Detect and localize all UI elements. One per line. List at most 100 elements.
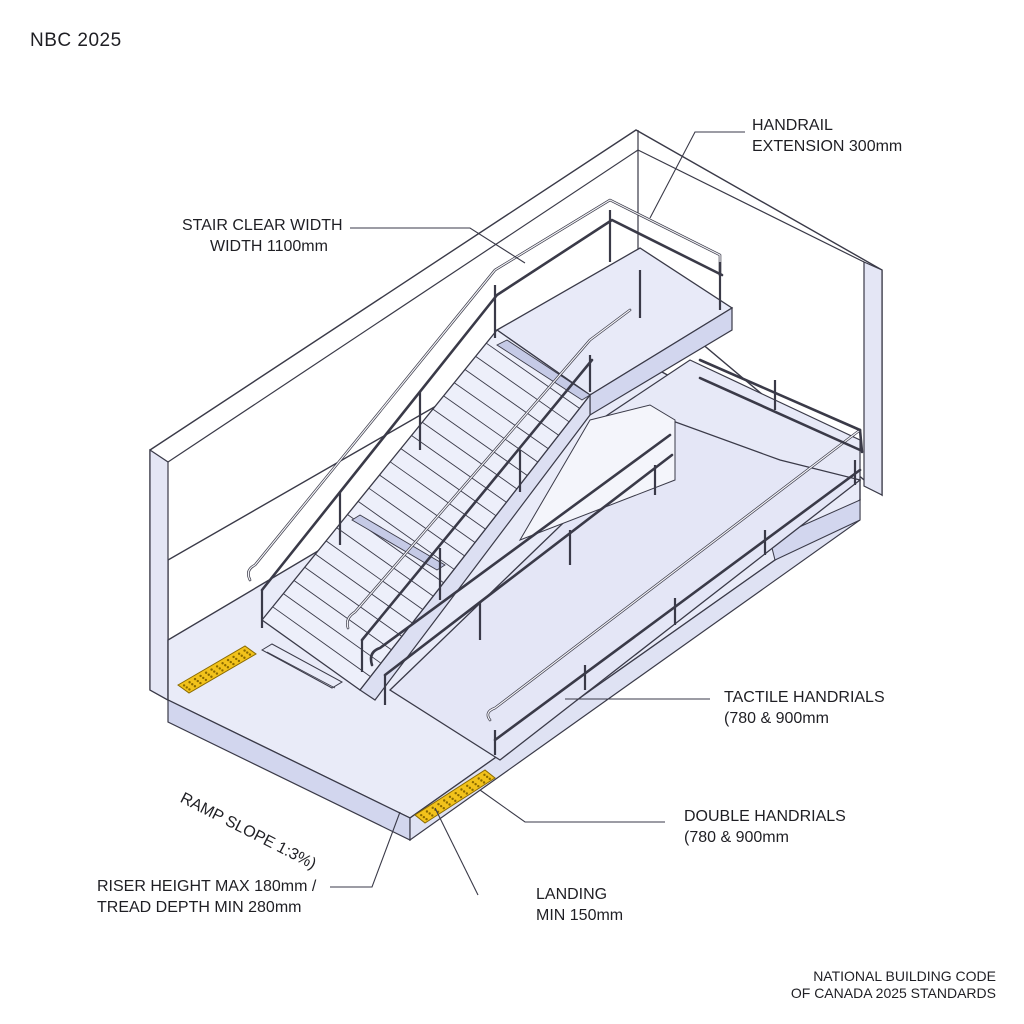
tactile-dot <box>229 660 232 664</box>
tactile-dot <box>243 649 246 652</box>
tactile-dot <box>425 810 429 813</box>
ramp-inner-return <box>518 404 676 541</box>
tactile-dot <box>199 674 202 678</box>
label-double-handrails: DOUBLE HANDRIALS (780 & 900mm <box>684 806 846 848</box>
tactile-dot <box>215 672 219 675</box>
label-line: DOUBLE HANDRIALS <box>684 808 846 825</box>
tactile-dot <box>237 652 241 655</box>
label-line: MIN 150mm <box>536 907 624 924</box>
tactile-dot <box>428 812 431 815</box>
tactile-dot <box>210 675 213 678</box>
tactile-dot <box>471 780 475 784</box>
stair-tread-line <box>336 527 434 597</box>
tactile-dot <box>226 658 230 662</box>
tactile-dot <box>202 676 205 680</box>
tactile-dot <box>243 656 246 659</box>
tactile-dot <box>485 775 489 779</box>
tactile-dot <box>191 683 194 686</box>
label-line: EXTENSION 300mm <box>752 138 903 155</box>
leader-lines <box>330 131 745 896</box>
tactile-dot <box>224 664 227 667</box>
right-wall-face <box>863 261 883 496</box>
tactile-dot <box>196 679 199 683</box>
page-title: NBC 2025 <box>30 30 122 51</box>
tactile-dot <box>240 654 243 657</box>
tactile-dot <box>443 799 446 802</box>
stair-tread-line <box>400 448 497 517</box>
tactile-dot <box>207 673 210 676</box>
tactile-dot <box>437 802 440 806</box>
tactile-dot <box>204 671 208 674</box>
stair-tread-line <box>389 461 486 530</box>
tactile-dot <box>459 795 463 799</box>
label-landing: LANDING MIN 150mm <box>536 884 623 926</box>
tactile-dot <box>188 688 191 691</box>
label-tactile-handrails: TACTILE HANDRIALS (780 & 900mm <box>724 687 885 729</box>
label-line: STAIR CLEAR WIDTH <box>182 217 343 234</box>
tactile-dot <box>182 684 186 687</box>
stair-tread-line <box>379 474 476 543</box>
stair-tread-line <box>325 540 423 610</box>
handrail-posts <box>260 210 857 755</box>
tactile-dot <box>237 659 241 663</box>
tactile-dot <box>474 782 477 786</box>
label-line: TREAD DEPTH MIN 280mm <box>97 899 302 916</box>
stair-tread-line <box>272 606 371 677</box>
label-handrail-extension: HANDRAIL EXTENSION 300mm <box>752 115 902 157</box>
stair-tread-line <box>464 369 559 436</box>
tactile-dot <box>188 681 191 684</box>
tactile-dot <box>218 667 221 670</box>
tactile-dot <box>248 653 252 656</box>
tactile-dot <box>221 662 224 665</box>
stair-tread-line <box>357 500 455 570</box>
tactile-dot <box>448 795 452 799</box>
stair-tread-line <box>283 593 382 664</box>
tactile-dot <box>451 797 454 801</box>
tactile-dot <box>213 670 216 673</box>
tactile-dot <box>226 666 230 669</box>
tactile-dot <box>462 790 466 793</box>
label-line: TACTILE HANDRIALS <box>724 689 885 706</box>
tactile-dot <box>246 651 249 654</box>
tactile-dot <box>232 655 235 659</box>
ramp-end-step <box>769 499 861 561</box>
stair-tread-line <box>315 553 413 624</box>
tactile-dot <box>442 806 445 810</box>
tactile-dot <box>193 685 197 688</box>
tactile-dot <box>199 681 202 685</box>
tactile-dot <box>480 779 483 782</box>
stair-tread-line <box>475 355 570 423</box>
label-riser-tread: RISER HEIGHT MAX 180mm / TREAD DEPTH MIN… <box>97 876 316 918</box>
tactile-dot <box>460 788 463 791</box>
left-wall-face <box>149 448 169 702</box>
footer-line: OF CANADA 2025 STANDARDS <box>790 985 996 1001</box>
footer-line: NATIONAL BUILDING CODE <box>813 968 996 984</box>
tactile-dot <box>468 786 472 790</box>
tactile-dot <box>431 814 434 817</box>
tactile-dot <box>477 784 480 788</box>
tactile-dot <box>465 792 468 795</box>
tactile-dot <box>232 662 235 666</box>
tactile-dot <box>439 804 443 808</box>
tactile-dot <box>482 781 486 784</box>
tactile-dot <box>488 777 491 781</box>
stair-tread-line <box>293 580 392 651</box>
tactile-dot <box>471 788 474 792</box>
wall-top-edge <box>167 149 639 463</box>
stair-mid-nosing-strip <box>351 514 446 571</box>
tactile-dot <box>235 657 238 661</box>
tactile-dot <box>193 677 197 681</box>
stair-tread-line <box>486 342 580 409</box>
label-line: LANDING <box>536 886 608 903</box>
tactile-dot <box>454 799 457 803</box>
label-line: WIDTH 1100mm <box>210 238 328 255</box>
tactile-dot <box>448 803 451 806</box>
tactile-dot <box>185 686 188 689</box>
stair-handrails <box>247 198 864 742</box>
footer-note: NATIONAL BUILDING CODE OF CANADA 2025 ST… <box>791 968 996 1002</box>
tactile-dot <box>425 817 428 821</box>
tactile-dot <box>221 669 224 672</box>
label-stair-clear-width: STAIR CLEAR WIDTH WIDTH 1100mm <box>182 215 343 257</box>
stair-tread-line <box>411 435 507 503</box>
